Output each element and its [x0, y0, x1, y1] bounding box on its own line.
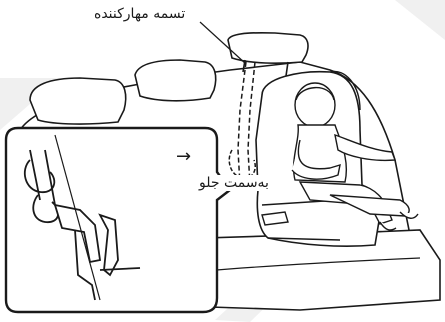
tether-strap-label: تسمه مهارکننده: [92, 6, 187, 22]
headrest-left: [30, 78, 126, 124]
seat-latch: [262, 212, 288, 225]
forward-direction-label: به‌سمت جلو: [197, 175, 271, 191]
headrest-middle: [135, 60, 216, 101]
right-arrow-icon: →: [176, 146, 191, 167]
